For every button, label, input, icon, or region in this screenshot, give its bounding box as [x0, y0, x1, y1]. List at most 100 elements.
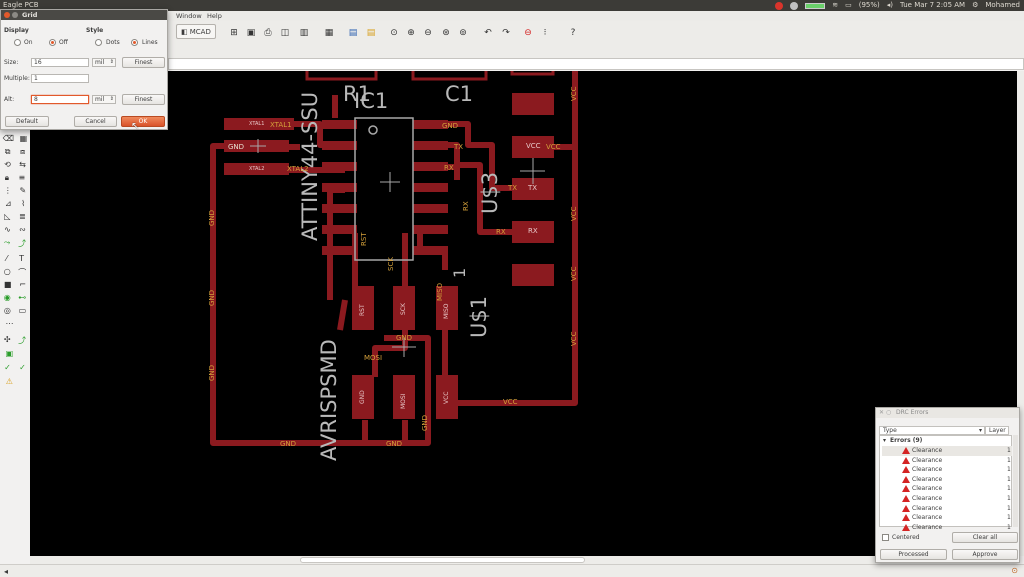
- clock[interactable]: Tue Mar 7 2:05 AM: [900, 1, 966, 9]
- hole-tool-icon[interactable]: ◎: [3, 306, 11, 315]
- cam-icon[interactable]: ◫: [280, 28, 290, 38]
- mcad-button[interactable]: ◧ MCAD: [176, 24, 216, 39]
- layer-tool-icon[interactable]: ▣: [5, 349, 14, 358]
- new-file-icon[interactable]: ⊞: [230, 28, 238, 38]
- volume-icon[interactable]: ◂): [886, 1, 894, 9]
- minimize-icon[interactable]: ○: [886, 409, 892, 416]
- auto-tool-icon[interactable]: ⤴: [18, 336, 27, 345]
- processed-button[interactable]: Processed: [880, 549, 947, 560]
- gear-icon[interactable]: ⚙: [972, 1, 979, 9]
- default-button[interactable]: Default: [5, 116, 49, 127]
- optimize-tool-icon[interactable]: ⌇: [21, 199, 26, 208]
- minimize-icon[interactable]: [12, 12, 18, 18]
- text-tool-icon[interactable]: T: [19, 254, 25, 263]
- approve-button[interactable]: Approve: [952, 549, 1018, 560]
- arc-tool-icon[interactable]: ⌒: [18, 268, 27, 277]
- ok-button[interactable]: OK: [121, 116, 165, 127]
- rotate-tool-icon[interactable]: ⟲: [4, 160, 11, 169]
- mirror-tool-icon[interactable]: ⇆: [19, 160, 26, 169]
- close-icon[interactable]: ✕: [879, 409, 885, 416]
- wifi-icon[interactable]: ≋: [832, 1, 839, 9]
- erc-tool-icon[interactable]: ✓: [4, 363, 11, 372]
- group-tool-icon[interactable]: ⋮: [3, 186, 12, 195]
- help-icon[interactable]: ?: [570, 28, 576, 38]
- name-tool-icon[interactable]: ≡: [18, 173, 26, 182]
- board-canvas[interactable]: R1 C1 IC1 ATTINY44-SSU U$3 U$1 1 AVRISPS…: [30, 71, 1017, 556]
- zoom-out-icon[interactable]: ⊖: [424, 28, 432, 38]
- change-tool-icon[interactable]: ✎: [19, 186, 27, 195]
- centered-checkbox[interactable]: [882, 534, 889, 541]
- board-icon[interactable]: ▥: [299, 28, 309, 38]
- airwire-tool-icon[interactable]: ⤳: [3, 238, 11, 247]
- user-name[interactable]: Mohamed: [985, 1, 1020, 9]
- signal-tool-icon[interactable]: ⊷: [18, 293, 27, 302]
- layer-column-header[interactable]: Layer: [985, 426, 1009, 435]
- size-finest-button[interactable]: Finest: [122, 57, 165, 68]
- dimension-tool-icon[interactable]: ⋯: [5, 319, 14, 328]
- clear-all-button[interactable]: Clear all: [952, 532, 1018, 543]
- print-icon[interactable]: ⎙: [264, 28, 272, 38]
- warning-tool-icon[interactable]: ⚠: [5, 377, 13, 386]
- style-lines-radio[interactable]: [131, 39, 138, 46]
- go-icon[interactable]: ⁝: [543, 28, 547, 38]
- drc-list-scrollbar[interactable]: [1013, 435, 1018, 527]
- undo-icon[interactable]: ↶: [484, 28, 492, 38]
- close-icon[interactable]: [4, 12, 10, 18]
- expand-chevron-icon[interactable]: ▾: [883, 437, 887, 444]
- copy-tool-icon[interactable]: ⧈: [20, 147, 26, 156]
- size-unit-select[interactable]: mil⇕: [92, 58, 116, 67]
- ripup-tool-icon[interactable]: ∾: [19, 225, 26, 234]
- ratsnest-tool-icon[interactable]: ✣: [3, 335, 11, 344]
- route-tool-icon[interactable]: ≣: [19, 212, 26, 221]
- zoom-in-icon[interactable]: ⊕: [407, 28, 415, 38]
- command-line-input[interactable]: [168, 58, 1024, 70]
- autoroute-tool-icon[interactable]: ⤴: [18, 239, 27, 248]
- size-input[interactable]: 16: [31, 58, 89, 67]
- style-dots-radio[interactable]: [95, 39, 102, 46]
- battery-icon[interactable]: ▭: [845, 1, 852, 9]
- indicator-icon[interactable]: [790, 1, 799, 10]
- split-tool-icon[interactable]: ⊿: [4, 199, 12, 208]
- cancel-button[interactable]: Cancel: [74, 116, 117, 127]
- alt-unit-select[interactable]: mil⇕: [92, 95, 116, 104]
- circle-tool-icon[interactable]: ○: [3, 267, 11, 276]
- zoom-fit-icon[interactable]: ⊙: [390, 28, 398, 38]
- zoom-redraw-icon[interactable]: ⊚: [459, 28, 467, 38]
- horizontal-scrollbar[interactable]: [30, 556, 1017, 564]
- table-icon[interactable]: ▦: [324, 28, 334, 38]
- via-tool-icon[interactable]: ◉: [3, 293, 11, 302]
- delete-tool-icon[interactable]: ⌫: [2, 134, 15, 143]
- menu-window[interactable]: Window: [176, 12, 202, 20]
- horizontal-scroll-thumb[interactable]: [300, 557, 585, 563]
- script-icon[interactable]: ▤: [348, 28, 358, 38]
- menu-help[interactable]: Help: [207, 12, 222, 20]
- errors-group-label[interactable]: Errors (9): [890, 437, 923, 444]
- type-column-header[interactable]: Type▾: [879, 426, 985, 435]
- zoom-select-icon[interactable]: ⊛: [442, 28, 450, 38]
- vertical-scrollbar[interactable]: [1017, 71, 1024, 556]
- ulp-icon[interactable]: ▤: [366, 28, 376, 38]
- wire-tool-icon[interactable]: ⁄: [5, 254, 8, 263]
- multiple-input[interactable]: 1: [31, 74, 89, 83]
- drc-tool-icon[interactable]: ✓: [19, 363, 26, 372]
- redo-icon[interactable]: ↷: [502, 28, 510, 38]
- move-tool-icon[interactable]: ⧉: [4, 147, 11, 156]
- stop-icon[interactable]: ⊖: [524, 28, 532, 38]
- display-off-radio[interactable]: [49, 39, 56, 46]
- record-indicator-icon[interactable]: [775, 1, 784, 10]
- meander-tool-icon[interactable]: ∿: [4, 225, 11, 234]
- miter-tool-icon[interactable]: ◺: [4, 212, 11, 221]
- alt-input[interactable]: 8: [31, 95, 89, 104]
- rect-tool-icon[interactable]: ■: [3, 280, 12, 289]
- polygon-tool-icon[interactable]: ⌐: [19, 280, 27, 289]
- lock-tool-icon[interactable]: 🔒︎: [4, 173, 10, 182]
